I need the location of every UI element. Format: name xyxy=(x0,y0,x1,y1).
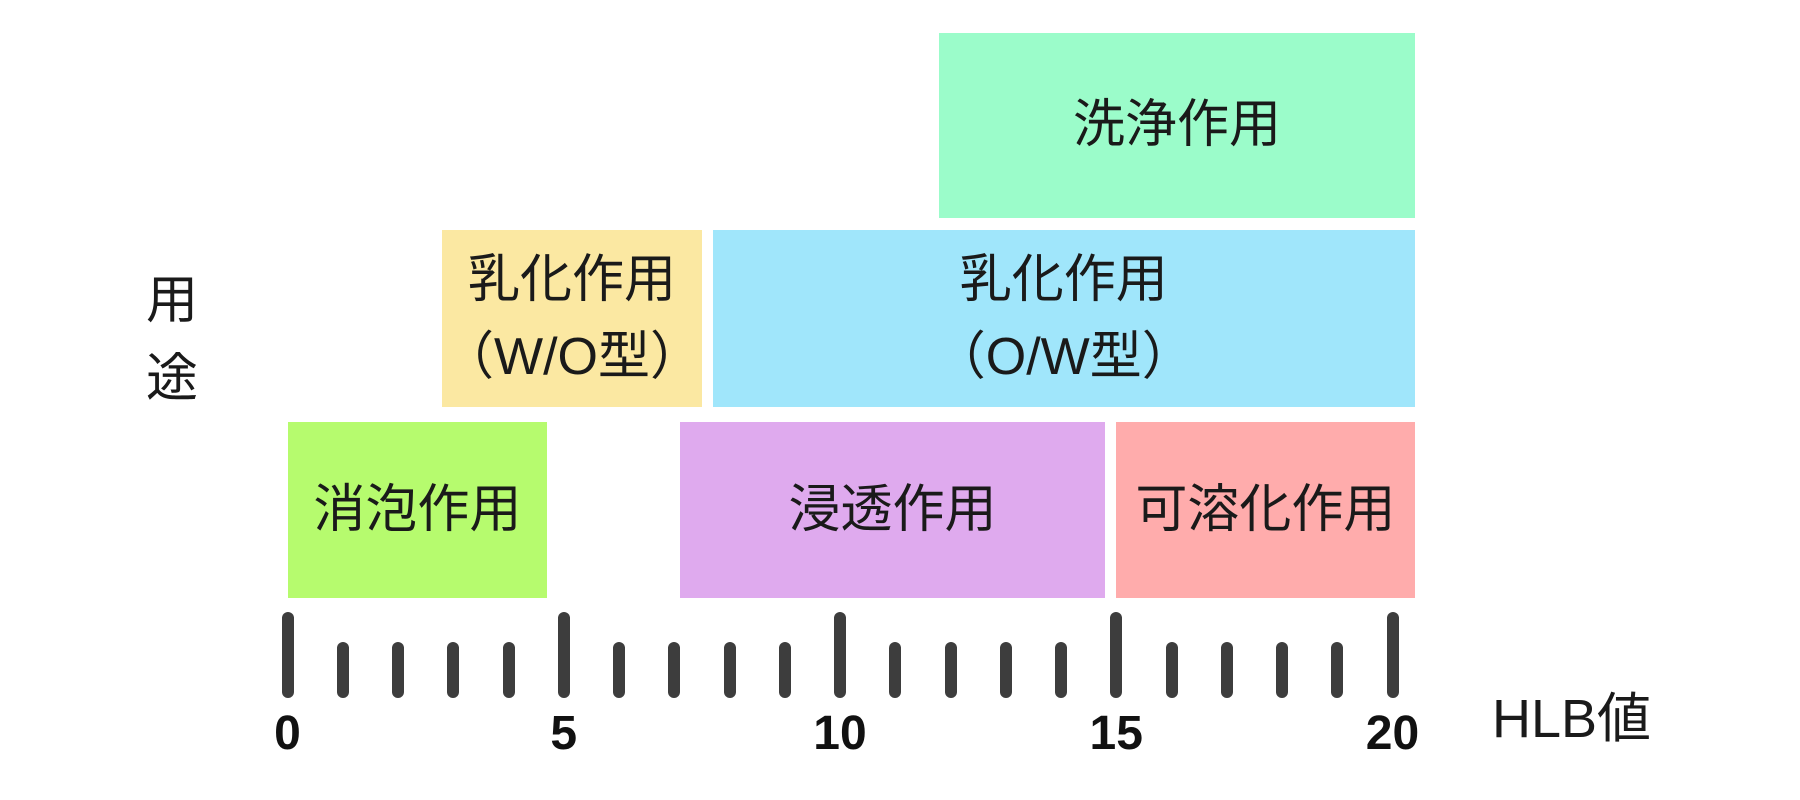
y-axis-label: 用途 xyxy=(145,272,198,408)
bar-penetration: 浸透作用 xyxy=(679,422,1106,598)
minor-tick-2 xyxy=(392,642,404,698)
minor-tick-19 xyxy=(1331,642,1344,698)
tick-label-5: 5 xyxy=(550,707,578,760)
major-tick-5 xyxy=(557,612,570,698)
tick-label-10: 10 xyxy=(813,707,867,760)
minor-tick-14 xyxy=(1055,642,1067,698)
minor-tick-18 xyxy=(1276,642,1288,698)
minor-tick-4 xyxy=(502,642,515,698)
minor-tick-17 xyxy=(1220,642,1233,698)
major-tick-0 xyxy=(281,612,294,698)
tick-label-0: 0 xyxy=(274,707,301,760)
tick-label-15: 15 xyxy=(1089,707,1143,760)
bar-defoaming: 消泡作用 xyxy=(287,422,548,598)
minor-tick-9 xyxy=(778,642,791,698)
bar-cleaning-label: 洗浄作用 xyxy=(1073,96,1282,154)
major-tick-15 xyxy=(1110,612,1123,698)
minor-tick-6 xyxy=(613,642,625,698)
bar-solubilization: 可溶化作用 xyxy=(1116,422,1415,598)
tick-label-20: 20 xyxy=(1365,707,1420,760)
bar-solubilization-label: 可溶化作用 xyxy=(1135,480,1396,539)
minor-tick-3 xyxy=(447,642,460,698)
bar-emulsification-ow-label-line1: 乳化作用 xyxy=(959,250,1168,309)
bar-emulsification-ow-label-line2: （O/W型） xyxy=(933,327,1194,386)
minor-tick-1 xyxy=(336,642,349,698)
bar-emulsification-wo-label-line1: 乳化作用 xyxy=(468,250,677,309)
bar-cleaning: 洗浄作用 xyxy=(939,33,1415,218)
bar-defoaming-label: 消泡作用 xyxy=(313,480,522,539)
major-tick-10 xyxy=(834,612,846,698)
major-tick-20 xyxy=(1386,612,1399,698)
minor-tick-8 xyxy=(723,642,736,698)
bar-emulsification-wo: 乳化作用 （W/O型） xyxy=(442,230,702,407)
minor-tick-16 xyxy=(1165,642,1178,698)
minor-tick-7 xyxy=(668,642,681,698)
x-axis-label: HLB値 xyxy=(1492,689,1652,749)
bar-penetration-label: 浸透作用 xyxy=(788,480,997,539)
bar-emulsification-wo-label-line2: （W/O型） xyxy=(442,327,703,386)
bar-emulsification-ow: 乳化作用 （O/W型） xyxy=(712,230,1415,407)
minor-tick-11 xyxy=(889,642,902,698)
minor-tick-12 xyxy=(944,642,957,698)
minor-tick-13 xyxy=(999,642,1012,698)
